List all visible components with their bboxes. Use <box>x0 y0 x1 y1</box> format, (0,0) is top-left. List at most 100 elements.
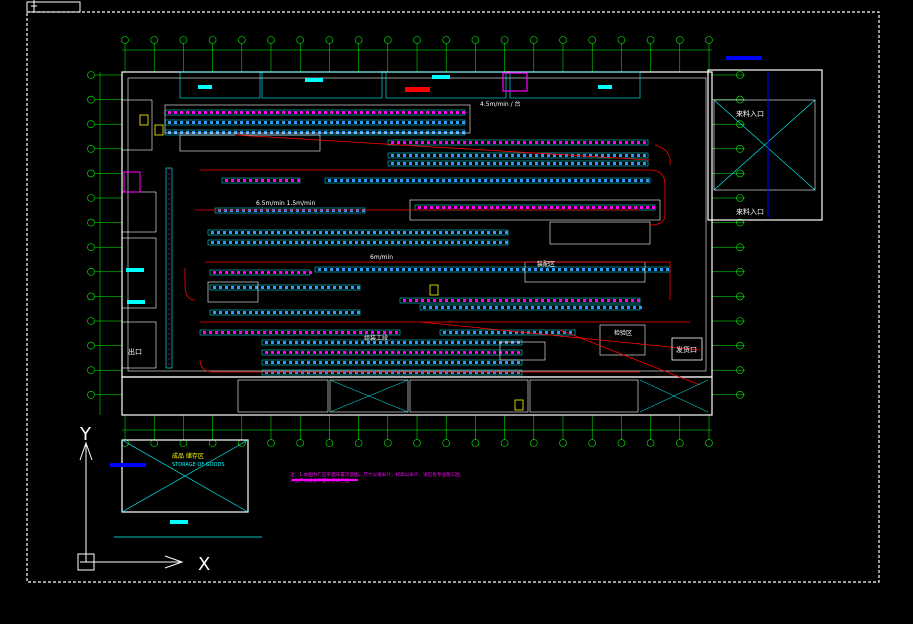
conveyor-cell <box>499 231 502 234</box>
conveyor-cell <box>402 268 405 271</box>
conveyor-cell <box>537 306 540 309</box>
conveyor-cell <box>471 306 474 309</box>
conveyor-cell <box>243 311 246 314</box>
conveyor-cell <box>267 179 270 182</box>
conveyor-cell <box>385 341 388 344</box>
conveyor-line <box>439 329 576 336</box>
conveyor-cell <box>231 179 234 182</box>
conveyor-cell <box>349 341 352 344</box>
conveyor-cell <box>345 286 348 289</box>
conveyor-cell <box>569 331 572 334</box>
conveyor-cell <box>481 241 484 244</box>
conveyor-cell <box>209 331 212 334</box>
conveyor-cell <box>219 286 222 289</box>
conveyor-cell <box>619 141 622 144</box>
conveyor-cell <box>541 141 544 144</box>
conveyor-cell <box>394 179 397 182</box>
conveyor-cell <box>455 331 458 334</box>
conveyor-cell <box>433 154 436 157</box>
conveyor-cell <box>489 306 492 309</box>
conveyor-cell <box>333 286 336 289</box>
conveyor-cell <box>445 231 448 234</box>
conveyor-cell <box>282 121 285 124</box>
conveyor-cell <box>355 351 358 354</box>
conveyor-cell <box>297 286 300 289</box>
conveyor-cell <box>609 306 612 309</box>
conveyor-cell <box>559 162 562 165</box>
conveyor-line <box>261 339 523 346</box>
conveyor-cell <box>625 141 628 144</box>
conveyor-cell <box>239 331 242 334</box>
conveyor-cell <box>364 179 367 182</box>
conveyor-cell <box>390 111 393 114</box>
conveyor-cell <box>234 111 237 114</box>
conveyor-cell <box>535 299 538 302</box>
conveyor-cell <box>565 162 568 165</box>
conveyor-cell <box>551 331 554 334</box>
grid-bubble <box>736 145 744 153</box>
conveyor-cell <box>337 371 340 374</box>
conveyor-cell <box>427 154 430 157</box>
conveyor-cell <box>336 111 339 114</box>
conveyor-line <box>387 139 649 146</box>
conveyor-cell <box>505 341 508 344</box>
conveyor-cell <box>636 268 639 271</box>
conveyor-cell <box>312 131 315 134</box>
conveyor-cell <box>270 121 273 124</box>
conveyor-cell <box>559 141 562 144</box>
conveyor-cell <box>637 299 640 302</box>
conveyor-cell <box>348 121 351 124</box>
conveyor-cell <box>213 271 216 274</box>
conveyor-line <box>324 177 651 184</box>
production-lines <box>139 104 671 411</box>
conveyor-cell <box>469 162 472 165</box>
grid-bubble <box>617 439 626 447</box>
conveyor-cell <box>493 241 496 244</box>
conveyor-cell <box>421 241 424 244</box>
note-underline <box>292 479 358 481</box>
conveyor-cell <box>520 179 523 182</box>
conveyor-cell <box>168 111 171 114</box>
conveyor-cell <box>607 162 610 165</box>
conveyor-cell <box>348 131 351 134</box>
conveyor-cell <box>481 154 484 157</box>
conveyor-cell <box>613 162 616 165</box>
conveyor-cell <box>475 371 478 374</box>
conveyor-cell <box>481 351 484 354</box>
conveyor-cell <box>289 371 292 374</box>
conveyor-cell <box>544 206 547 209</box>
conveyor-cell <box>415 351 418 354</box>
conveyor-cell <box>337 231 340 234</box>
conveyor-cell <box>219 271 222 274</box>
conveyor-cell <box>216 111 219 114</box>
conveyor-cell <box>475 231 478 234</box>
conveyor-cell <box>466 179 469 182</box>
conveyor-cell <box>327 286 330 289</box>
conveyor-cell <box>277 371 280 374</box>
grid-bubble <box>559 36 567 44</box>
grid-bubble <box>87 390 95 399</box>
conveyor-cell <box>276 111 279 114</box>
conveyor-cell <box>550 206 553 209</box>
conveyor-cell <box>630 268 633 271</box>
conveyor-cell <box>612 268 615 271</box>
conveyor-cell <box>646 179 649 182</box>
conveyor-cell <box>233 331 236 334</box>
conveyor-cell <box>625 162 628 165</box>
conveyor-cell <box>613 299 616 302</box>
conveyor-cell <box>306 131 309 134</box>
conveyor-line <box>387 152 649 159</box>
conveyor-cell <box>255 179 258 182</box>
conveyor-cell <box>544 179 547 182</box>
conveyor-cell <box>501 306 504 309</box>
conveyor-cell <box>309 311 312 314</box>
conveyor-cell <box>180 121 183 124</box>
conveyor-cell <box>487 299 490 302</box>
conveyor-cell <box>642 268 645 271</box>
conveyor-cell <box>556 206 559 209</box>
conveyor-cell <box>277 351 280 354</box>
conveyor-cell <box>448 206 451 209</box>
conveyor-cell <box>307 371 310 374</box>
conveyor-cell <box>622 206 625 209</box>
